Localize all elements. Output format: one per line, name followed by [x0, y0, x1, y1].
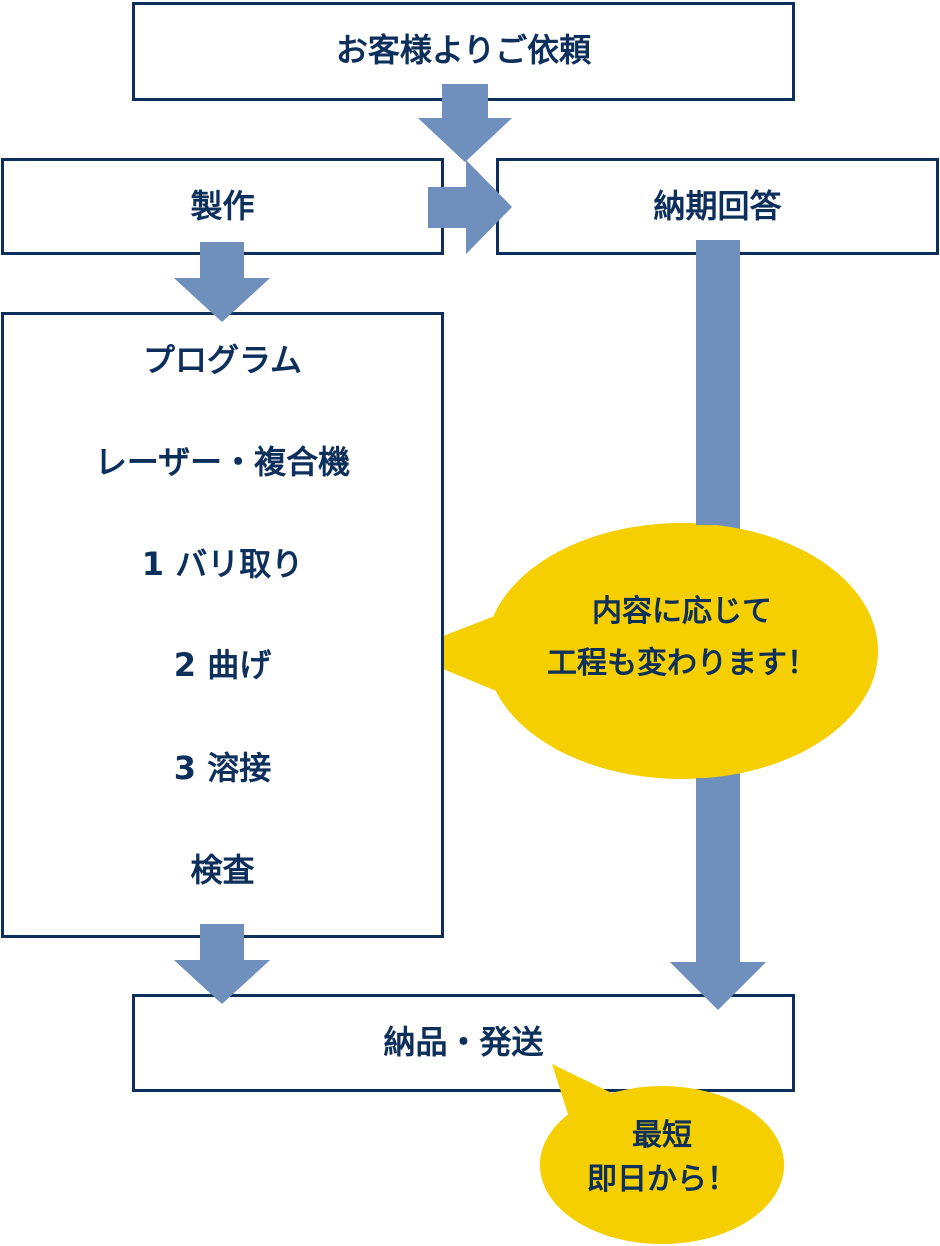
- request-label: お客様よりご依頼: [335, 31, 592, 69]
- step-laser: レーザー・複合機: [94, 443, 351, 481]
- step-weld: 3 溶接: [173, 749, 272, 787]
- process-note-line2: 工程も変わります！: [547, 646, 817, 681]
- delivery-reply-label: 納期回答: [653, 187, 782, 225]
- step-bend: 2 曲げ: [173, 646, 272, 684]
- process-note-line1: 内容に応じて: [592, 594, 772, 629]
- step-deburr: 1 バリ取り: [141, 545, 304, 583]
- step-program: プログラム: [142, 341, 303, 379]
- fast-note-line2: 即日から！: [587, 1162, 737, 1197]
- production-label: 製作: [190, 187, 255, 225]
- step-inspection: 検査: [190, 851, 255, 889]
- fast-note-line1: 最短: [632, 1118, 692, 1153]
- speech-bubble-process: [402, 523, 878, 779]
- ship-label: 納品・発送: [383, 1023, 544, 1061]
- process-steps-box: [1, 312, 444, 938]
- ship-box: [132, 994, 795, 1092]
